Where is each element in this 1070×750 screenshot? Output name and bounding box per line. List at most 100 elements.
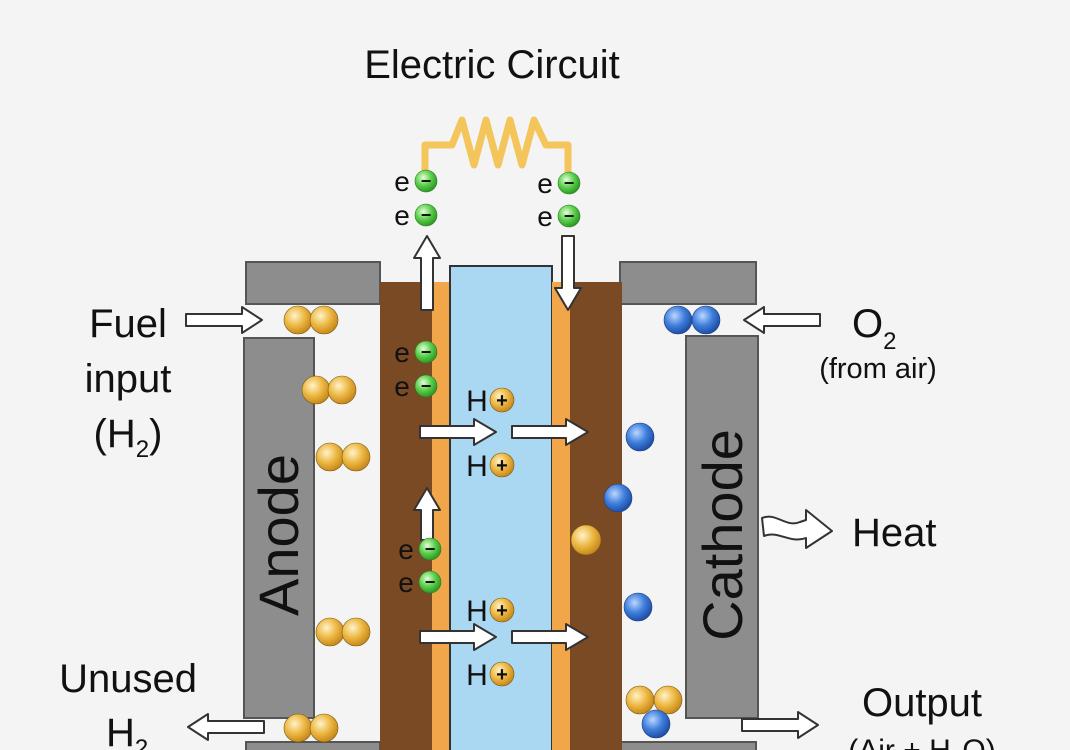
hydrogen-atom xyxy=(315,617,345,647)
oxygen-input-arrow xyxy=(743,306,821,334)
electron-charge: − xyxy=(421,205,432,225)
proton: H+ xyxy=(466,450,515,483)
proton-ball xyxy=(489,661,515,687)
proton-flow-arrow xyxy=(419,623,497,651)
electron-ball xyxy=(414,169,438,193)
electron-ball xyxy=(414,340,438,364)
electron-up-arrow xyxy=(413,487,441,541)
hydrogen-atom xyxy=(283,305,313,335)
electron-ball xyxy=(418,570,442,594)
hydrogen-atom xyxy=(341,617,371,647)
cathode-diffusion-layer xyxy=(570,282,622,750)
electron: e− xyxy=(537,168,581,199)
anode-body xyxy=(243,337,315,719)
oxygen-atom xyxy=(663,305,693,335)
electron-charge: − xyxy=(564,206,575,226)
electron-symbol: e xyxy=(394,371,410,402)
proton-charge: + xyxy=(496,664,508,686)
electron-ball xyxy=(557,171,581,195)
proton-charge: + xyxy=(496,600,508,622)
hydrogen-atom xyxy=(283,713,313,743)
output-arrow xyxy=(741,711,819,739)
electron: e− xyxy=(537,201,581,232)
electron: e− xyxy=(394,337,438,368)
diagram-title: Electric Circuit xyxy=(364,43,620,87)
electron-charge: − xyxy=(421,376,432,396)
oxygen-atom xyxy=(641,709,671,739)
oxygen-atom xyxy=(603,483,633,513)
oxygen-atom xyxy=(625,422,655,452)
electron: e− xyxy=(394,200,438,231)
o2-from-air-label: (from air) xyxy=(819,353,937,385)
oxygen-atom xyxy=(623,592,653,622)
hydrogen-atom xyxy=(301,375,331,405)
electron: e− xyxy=(398,534,442,565)
electron-symbol: e xyxy=(394,200,410,231)
cathode-bottom-plate xyxy=(619,741,757,750)
electron: e− xyxy=(394,371,438,402)
electron: e− xyxy=(394,166,438,197)
unused-h2-label-line2: H2 xyxy=(106,711,148,750)
fuel-input-label-line2: input xyxy=(85,357,172,401)
electron-up-arrow xyxy=(413,235,441,311)
electron-down-arrow xyxy=(554,235,582,311)
electron-charge: − xyxy=(425,572,436,592)
fuel-input-arrow xyxy=(185,306,263,334)
electron: e− xyxy=(398,567,442,598)
electron-charge: − xyxy=(421,171,432,191)
electron-charge: − xyxy=(421,342,432,362)
electron-symbol: e xyxy=(394,166,410,197)
cathode-body xyxy=(685,335,759,719)
hydrogen-atom xyxy=(570,524,602,556)
electron-symbol: e xyxy=(537,168,553,199)
hydrogen-atom xyxy=(327,375,357,405)
electron-ball xyxy=(414,374,438,398)
anode-label: Anode xyxy=(247,454,310,616)
electron-symbol: e xyxy=(398,567,414,598)
proton-symbol: H xyxy=(466,385,488,418)
unused-h2-label-line1: Unused xyxy=(59,657,197,701)
proton-symbol: H xyxy=(466,595,488,628)
anode-top-plate xyxy=(245,261,381,305)
proton: H+ xyxy=(466,659,515,692)
electron-symbol: e xyxy=(537,201,553,232)
proton-symbol: H xyxy=(466,659,488,692)
oxygen-atom xyxy=(691,305,721,335)
hydrogen-atom xyxy=(653,685,683,715)
unused-h2-arrow xyxy=(187,713,265,741)
heat-label: Heat xyxy=(852,511,937,555)
hydrogen-atom xyxy=(341,442,371,472)
electron-ball xyxy=(418,537,442,561)
electron-symbol: e xyxy=(394,337,410,368)
hydrogen-atom xyxy=(309,713,339,743)
proton-flow-arrow xyxy=(419,418,497,446)
external-circuit-wire xyxy=(421,116,572,172)
proton-flow-arrow xyxy=(511,623,589,651)
electron-ball xyxy=(557,204,581,228)
cathode-label: Cathode xyxy=(691,429,754,641)
fuel-input-label-line3: (H2) xyxy=(94,412,163,463)
output-label-line1: Output xyxy=(862,681,982,725)
hydrogen-atom xyxy=(625,685,655,715)
electron-charge: − xyxy=(564,173,575,193)
anode-bottom-plate xyxy=(245,741,381,750)
electron-symbol: e xyxy=(398,534,414,565)
proton-ball xyxy=(489,452,515,478)
proton-charge: + xyxy=(496,390,508,412)
hydrogen-atom xyxy=(315,442,345,472)
proton-symbol: H xyxy=(466,450,488,483)
heat-arrow xyxy=(761,509,833,549)
cathode-catalyst-layer xyxy=(552,282,570,750)
proton-ball xyxy=(489,387,515,413)
electron-charge: − xyxy=(425,539,436,559)
proton-charge: + xyxy=(496,455,508,477)
fuel-input-label-line1: Fuel xyxy=(89,302,167,346)
o2-label: O2 xyxy=(852,302,896,355)
hydrogen-atom xyxy=(309,305,339,335)
proton: H+ xyxy=(466,385,515,418)
output-label-line2: (Air + H₂O) xyxy=(848,734,995,750)
proton-ball xyxy=(489,597,515,623)
proton: H+ xyxy=(466,595,515,628)
proton-flow-arrow xyxy=(511,418,589,446)
